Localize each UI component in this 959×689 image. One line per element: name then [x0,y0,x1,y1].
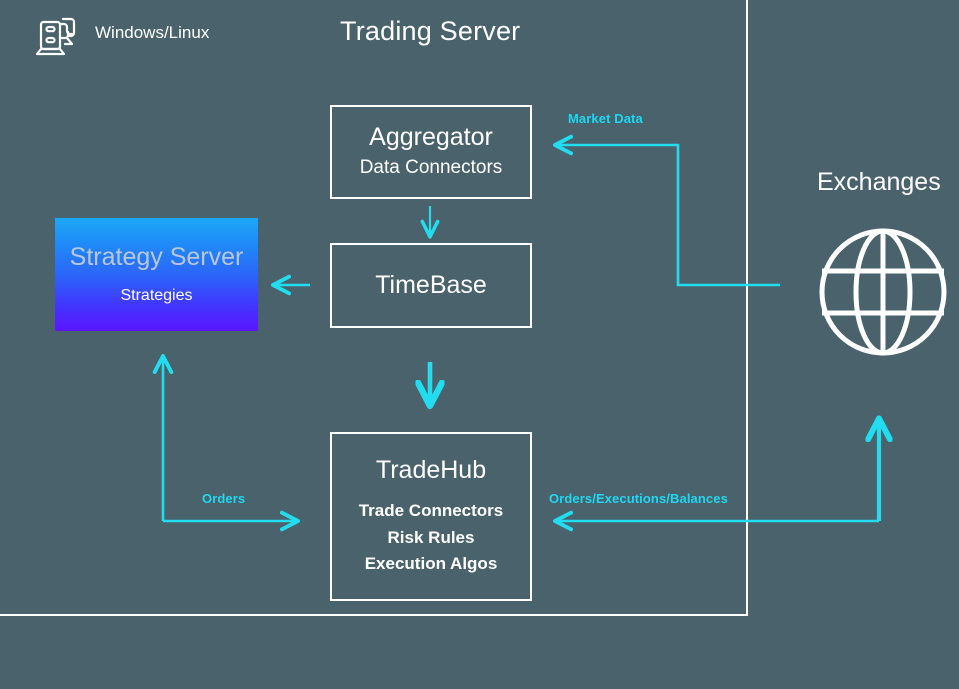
exchanges-label: Exchanges [817,168,941,196]
node-strategy-server[interactable]: Strategy Server Strategies [55,218,258,331]
tradehub-subtitle-trade-connectors: Trade Connectors [358,501,504,521]
page-title: Trading Server [340,16,521,46]
trading-server-panel [0,0,748,616]
tradehub-title: TradeHub [375,455,487,484]
aggregator-subtitle: Data Connectors [359,157,503,179]
server-tower-icon [33,14,85,58]
node-aggregator[interactable]: Aggregator Data Connectors [330,105,532,199]
tradehub-subtitle-execution-algos: Execution Algos [364,554,498,574]
tradehub-subtitle-risk-rules: Risk Rules [387,527,475,547]
globe-icon [818,227,948,357]
connector-label-orders-executions-balances: Orders/Executions/Balances [549,491,728,506]
connector-label-orders: Orders [202,491,246,506]
connector-label-market-data: Market Data [568,111,643,126]
node-timebase[interactable]: TimeBase [330,243,532,328]
strategy-server-title: Strategy Server [69,242,244,271]
aggregator-title: Aggregator [369,123,493,152]
node-tradehub[interactable]: TradeHub Trade Connectors Risk Rules Exe… [330,432,532,601]
timebase-title: TimeBase [375,271,487,300]
platform-label: Windows/Linux [95,23,210,42]
strategy-server-subtitle: Strategies [120,287,193,305]
